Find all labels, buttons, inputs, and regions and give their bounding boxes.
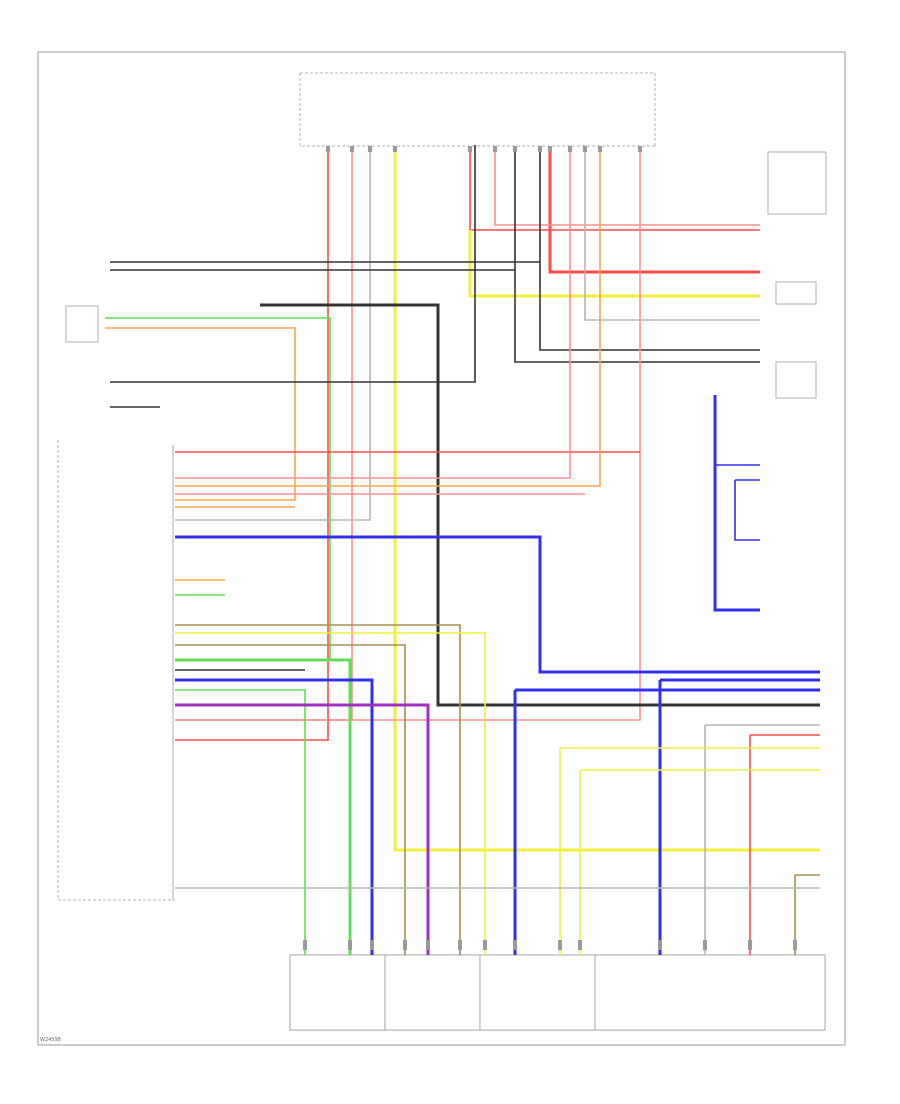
wire-dark-right-2 [514,150,760,363]
wire-olive-2 [175,644,406,955]
diagram-id-label: W24598 [40,1037,61,1043]
wire-dark-thick [260,303,820,707]
bottom-module-section-2 [384,954,481,1031]
bottom-pin-mark [483,940,487,950]
bottom-module-section-3 [479,954,596,1031]
wire-yellow-3 [559,747,820,955]
bottom-pin-mark [703,940,707,950]
top-pin-mark [548,146,552,152]
wire-gray-1 [175,150,371,521]
bottom-module-section-4 [594,954,826,1031]
wire-red-3 [749,734,820,955]
wire-pink-upper [175,150,353,721]
top-pin-mark [350,146,354,152]
wires-group [105,145,820,955]
bottom-pin-mark [793,940,797,950]
wire-olive-1 [175,624,461,955]
top-pin-mark [513,146,517,152]
wire-pink-right [494,150,760,226]
wire-gray-3 [704,724,820,955]
top-pin-mark [598,146,602,152]
wire-olive-3 [794,874,820,955]
wire-pink-h2 [175,150,571,479]
wire-blue-2 [175,678,374,955]
wire-yellow-2 [175,632,486,955]
top-pin-mark [568,146,572,152]
wire-blue-right [713,395,760,612]
wire-blue-4 [658,678,820,955]
top-pin-mark [538,146,542,152]
top-pin-mark [493,146,497,152]
wire-purple-1 [175,703,430,955]
wire-blue-right-3 [734,479,760,541]
bottom-pin-mark [513,940,517,950]
wire-dark-right-1 [539,150,760,351]
wire-green-3 [175,689,306,955]
wire-yellow-4 [579,769,820,955]
top-pin-mark [326,146,330,152]
wire-green-2 [175,658,352,955]
bottom-pin-mark [348,940,352,950]
wire-red-right [469,150,760,231]
top-pin-mark [468,146,472,152]
diagram-border [37,51,846,1046]
wire-orange-top [105,327,296,501]
top-pin-mark [368,146,372,152]
bottom-pin-mark [578,940,582,950]
top-connector-frame [299,72,656,147]
wire-blue-3 [513,688,820,955]
bottom-pin-mark [370,940,374,950]
top-pin-mark [393,146,397,152]
wire-yellow-right [468,230,760,298]
wire-red-thick [548,150,760,274]
wire-orange-h3 [175,150,601,487]
bottom-pin-mark [748,940,752,950]
wire-pink-vert [175,150,641,721]
bottom-pin-mark [458,940,462,950]
bottom-pin-mark [658,940,662,950]
left-connector-box [65,305,99,343]
bottom-pin-mark [558,940,562,950]
bottom-module-section-1 [289,954,386,1031]
right-switch-box-2 [775,281,817,305]
left-module-frame [57,440,175,901]
wire-green-top [105,317,331,661]
top-pin-mark [638,146,642,152]
right-switch-box-3 [775,361,817,399]
wire-dark-mid [110,145,476,383]
pin-marks [303,146,797,950]
bottom-pin-mark [403,940,407,950]
bottom-pin-mark [426,940,430,950]
top-pin-mark [583,146,587,152]
wire-gray-right [584,150,760,321]
bottom-pin-mark [303,940,307,950]
wire-yellow-main [393,150,820,852]
right-switch-box-1 [767,151,827,215]
wire-red-main [175,150,329,741]
wire-blue-main [175,535,820,674]
